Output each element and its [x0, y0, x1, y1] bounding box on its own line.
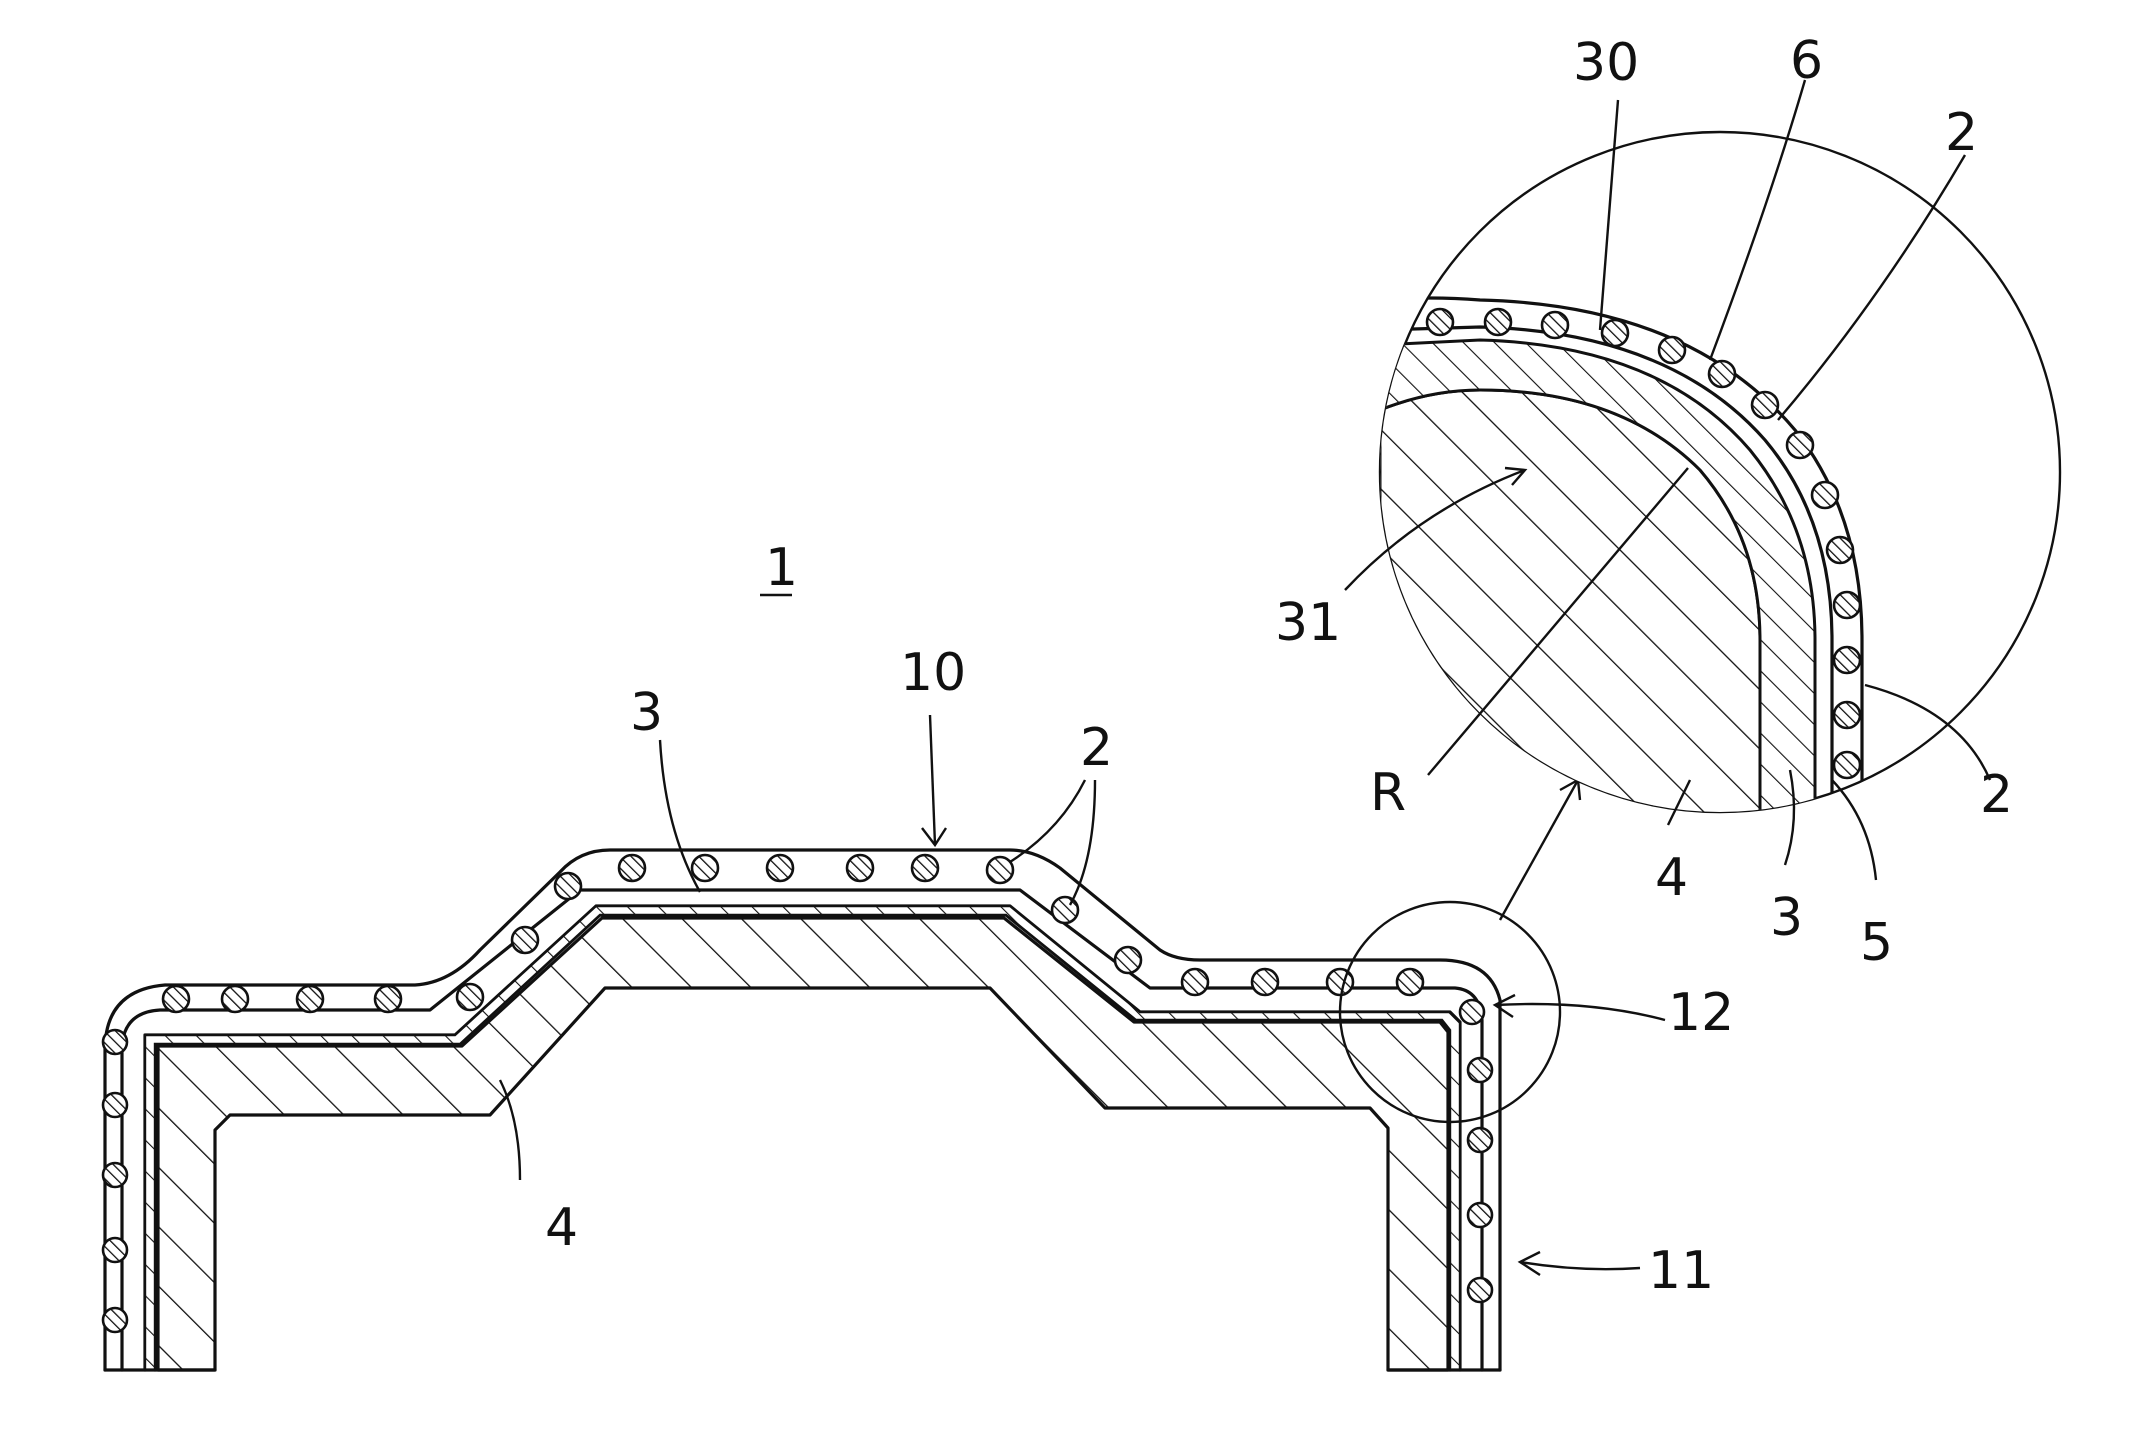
label-10: 10 [900, 643, 966, 703]
label-5: 5 [1860, 913, 1893, 973]
label-R: R [1370, 763, 1406, 823]
label-4-main: 4 [545, 1198, 578, 1258]
label-4-detail: 4 [1655, 848, 1688, 908]
label-2-main: 2 [1080, 718, 1113, 778]
label-3-detail: 3 [1770, 888, 1803, 948]
detail-arrow-line [1500, 780, 1578, 920]
leader-2-top [1778, 155, 1965, 420]
label-6: 6 [1790, 31, 1823, 91]
leader-12 [1495, 1004, 1665, 1020]
label-part-number: 1 [765, 538, 798, 598]
leader-11 [1520, 1262, 1640, 1269]
label-3-main: 3 [630, 683, 663, 743]
label-31: 31 [1275, 593, 1341, 653]
label-2-detail-top: 2 [1945, 103, 1978, 163]
label-2-detail-bottom: 2 [1980, 765, 2013, 825]
leader-10 [930, 715, 935, 845]
label-30: 30 [1573, 33, 1639, 93]
leader-5 [1832, 780, 1876, 880]
leader-6 [1710, 80, 1805, 360]
leader-2-bottom [1865, 685, 1990, 780]
label-12: 12 [1668, 983, 1734, 1043]
arrow-30 [1600, 100, 1618, 330]
main-section [103, 780, 1580, 1370]
detail-view [1345, 80, 2060, 880]
label-11: 11 [1648, 1241, 1714, 1301]
